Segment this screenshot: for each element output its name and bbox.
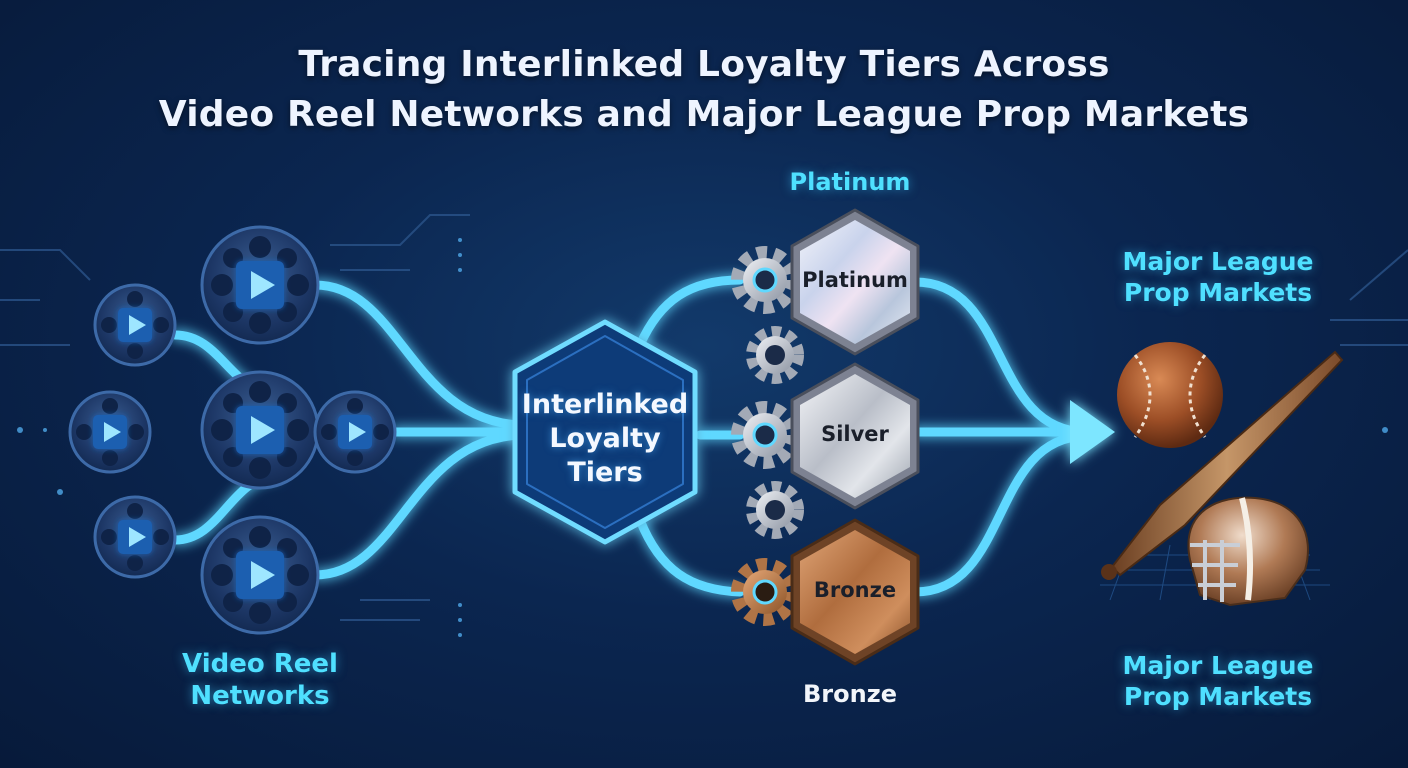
market-label-top: Major League Prop Markets xyxy=(1098,246,1338,308)
source-label-line-2: Networks xyxy=(190,681,330,711)
title-line-2: Video Reel Networks and Major League Pro… xyxy=(158,94,1250,135)
reel-node[interactable] xyxy=(313,390,397,474)
reel-node[interactable] xyxy=(68,390,152,474)
baseball-bat-icon xyxy=(1101,350,1344,580)
title-line-1: Tracing Interlinked Loyalty Tiers Across xyxy=(298,44,1110,85)
reel-nodes xyxy=(68,225,397,635)
hub-label-line-1: Interlinked xyxy=(521,389,689,420)
market-label-top-line-2: Prop Markets xyxy=(1123,278,1313,307)
circuit-dots xyxy=(17,238,1388,637)
source-label-line-1: Video Reel xyxy=(182,649,338,679)
tier-silver-badge[interactable] xyxy=(790,362,920,510)
tier-bronze-badge[interactable] xyxy=(790,518,920,666)
tier-label-top: Platinum xyxy=(789,168,911,196)
reel-node[interactable] xyxy=(93,495,177,579)
tier-silver-text: Silver xyxy=(821,422,889,446)
baseball-icon xyxy=(1117,342,1223,448)
hub-label-line-2: Loyalty xyxy=(549,423,661,454)
flow-arrowhead xyxy=(1070,400,1115,464)
gear-icons xyxy=(731,246,804,626)
tier-bronze-text: Bronze xyxy=(813,578,897,602)
market-label-bottom: Major League Prop Markets xyxy=(1098,650,1338,712)
tier-label-bottom: Bronze xyxy=(803,680,897,708)
flow-lines-right xyxy=(910,277,1090,597)
reel-node[interactable] xyxy=(200,370,320,490)
hub-label-line-3: Tiers xyxy=(567,457,643,488)
hub-label: Interlinked Loyalty Tiers xyxy=(505,388,705,490)
flow-lines-middle xyxy=(635,275,745,597)
market-label-top-line-1: Major League xyxy=(1122,247,1314,276)
tier-platinum-text: Platinum xyxy=(802,268,908,292)
hub-hexagon[interactable] xyxy=(512,319,698,545)
market-label-bottom-line-1: Major League xyxy=(1122,651,1314,680)
market-label-bottom-line-2: Prop Markets xyxy=(1123,682,1313,711)
source-label: Video Reel Networks xyxy=(150,648,370,712)
football-helmet-icon xyxy=(1187,496,1309,607)
reel-node[interactable] xyxy=(93,283,177,367)
reel-node[interactable] xyxy=(200,515,320,635)
tier-platinum-badge[interactable] xyxy=(790,208,920,356)
circuit-decoration xyxy=(0,214,1408,621)
reel-node[interactable] xyxy=(200,225,320,345)
